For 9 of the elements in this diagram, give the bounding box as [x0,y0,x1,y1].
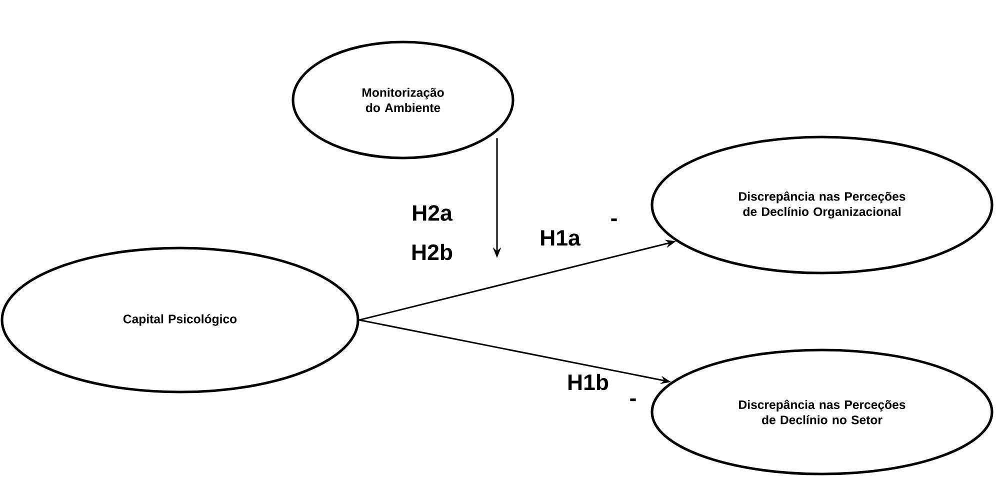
ellipse-node: Monitorização do Ambiente [292,40,514,160]
edge-label: H1a [541,230,581,246]
ellipse-node: Discrepância nas Perceções de Declínio Organizacional [650,136,994,274]
hypothesis-label: H2a [413,205,453,221]
hypothesis-label: H2b [412,244,452,260]
edge-label: H1b [568,374,608,390]
ellipse-node: Discrepância nas Perceções de Declínio no Setor [650,348,994,476]
sign-label: - [611,218,617,222]
ellipse-node: Capital Psicológico [0,246,360,394]
